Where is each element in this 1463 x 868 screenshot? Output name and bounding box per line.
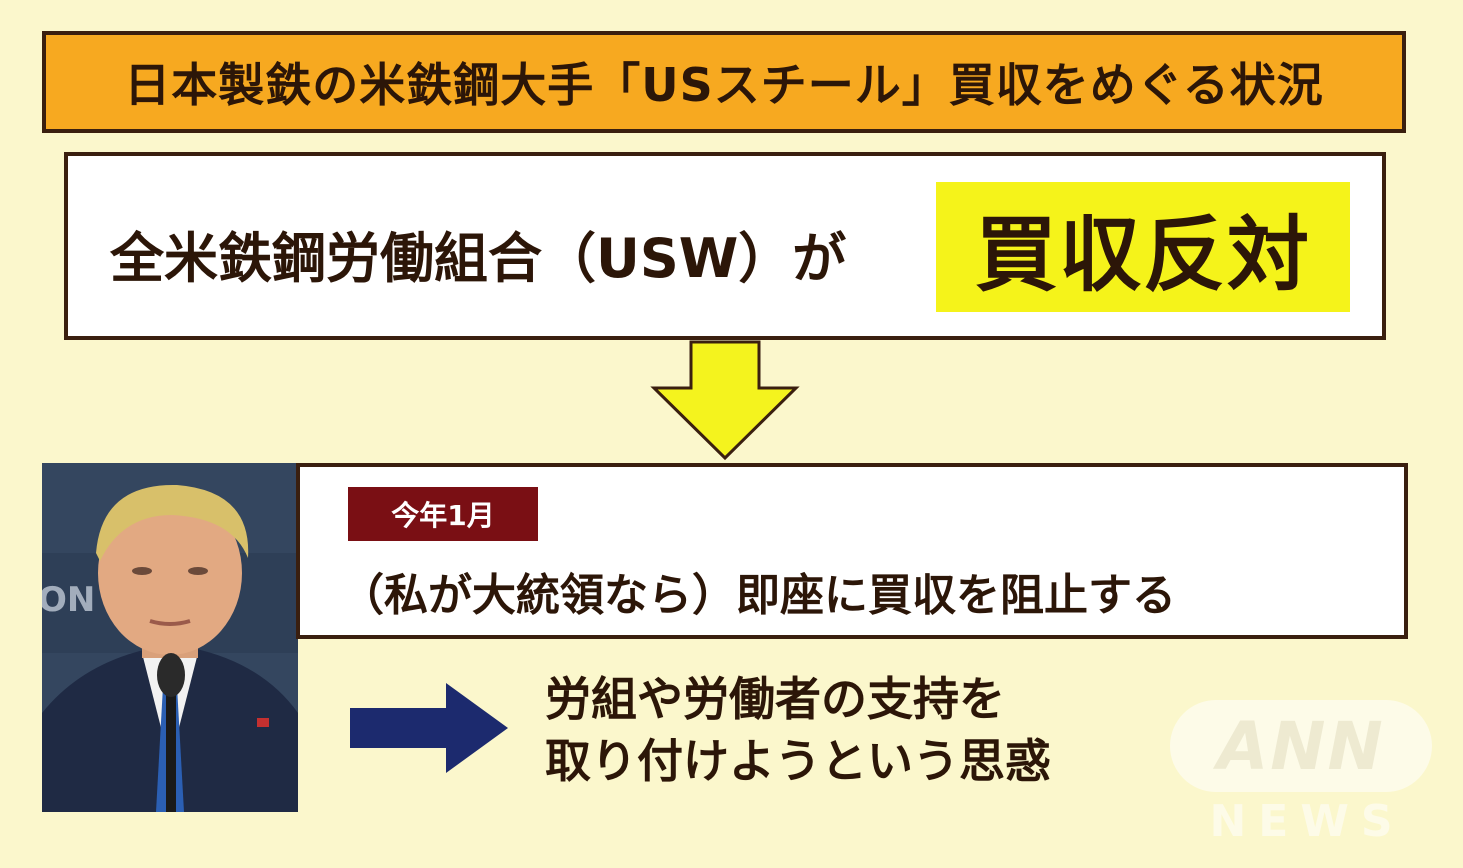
quote-box: 今年1月 （私が大統領なら）即座に買収を阻止する xyxy=(296,463,1408,639)
quote-text: （私が大統領なら）即座に買収を阻止する xyxy=(340,570,1176,621)
page-title: 日本製鉄の米鉄鋼大手「USスチール」買収をめぐる状況 xyxy=(124,58,1324,112)
arrow-down-icon xyxy=(650,340,800,461)
ann-news-watermark: ANN NEWS xyxy=(1170,700,1432,850)
intent-text: 労組や労働者の支持を 取り付けようという思惑 xyxy=(545,668,1051,792)
intent-line-1: 労組や労働者の支持を xyxy=(545,672,1005,726)
main-statement-text: 全米鉄鋼労働組合（USW）が xyxy=(110,227,847,290)
date-badge: 今年1月 xyxy=(348,487,538,541)
highlight-text: 買収反対 xyxy=(974,207,1311,303)
watermark-ann-badge: ANN xyxy=(1170,700,1432,792)
watermark-brand: ANN xyxy=(1217,707,1385,785)
main-statement-box: 全米鉄鋼労働組合（USW）が 買収反対 xyxy=(64,152,1386,340)
watermark-sub: NEWS xyxy=(1209,796,1405,847)
title-bar: 日本製鉄の米鉄鋼大手「USスチール」買収をめぐる状況 xyxy=(42,31,1406,133)
speaker-photo: ON OW xyxy=(42,463,298,812)
highlight-box: 買収反対 xyxy=(936,182,1350,312)
intent-line-2: 取り付けようという思惑 xyxy=(545,734,1051,788)
date-label: 今年1月 xyxy=(391,499,495,532)
speaker-photo-illustration: ON OW xyxy=(42,463,298,812)
arrow-right-icon xyxy=(350,683,508,773)
